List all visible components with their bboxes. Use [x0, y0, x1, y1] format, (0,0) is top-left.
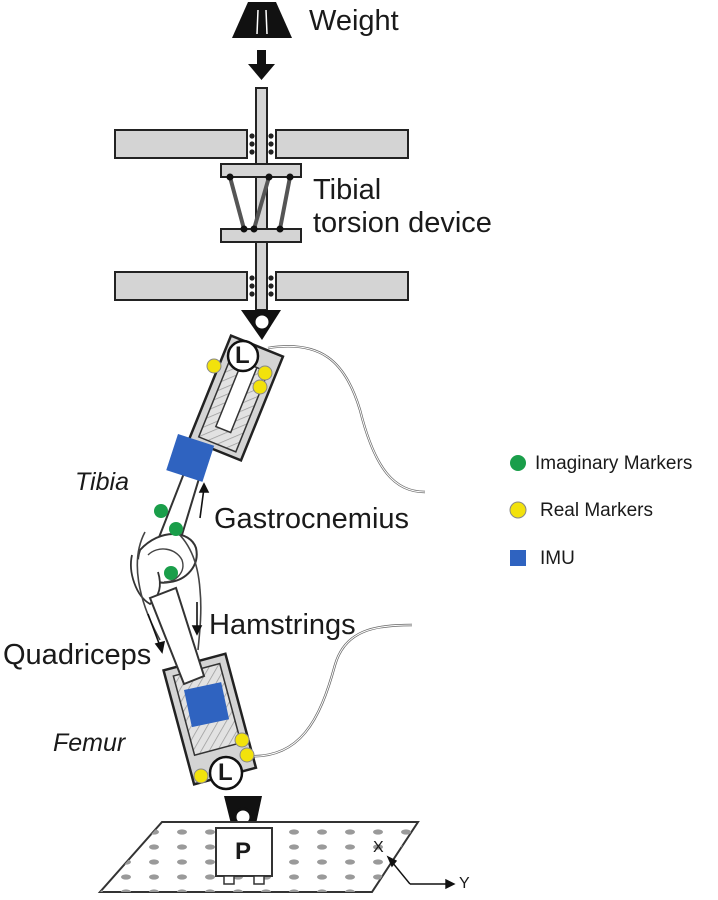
weight-arrow [248, 50, 275, 80]
load-cell-bottom [208, 755, 244, 791]
quadriceps-label: Quadriceps [3, 639, 152, 671]
tibial-torsion-label-line2: torsion device [313, 207, 492, 239]
real-marker [239, 747, 255, 763]
imu-femur [184, 682, 230, 728]
femur-bone [148, 586, 206, 686]
real-marker [252, 379, 268, 395]
hamstrings-cable-inner [245, 624, 413, 757]
hamstrings-cable [245, 623, 413, 758]
tibia-label: Tibia [75, 468, 129, 496]
hamstrings-label: Hamstrings [209, 609, 356, 641]
femur-label: Femur [53, 729, 126, 757]
bottom-joint [224, 796, 262, 827]
hamstrings-arrow [191, 602, 203, 636]
tibial-torsion-device [220, 163, 302, 243]
legend-real-marker-swatch [509, 501, 527, 519]
tibial-torsion-label-line1: Tibial [313, 174, 382, 206]
real-marker [234, 732, 250, 748]
base-plate [97, 821, 420, 893]
gastrocnemius-arrow [198, 482, 210, 519]
top-joint [241, 310, 281, 340]
knee-joint [130, 527, 202, 651]
imaginary-marker [169, 522, 183, 536]
weight-block [232, 2, 292, 38]
weight-label: Weight [309, 5, 399, 37]
legend-imaginary-markers-label: Imaginary Markers [535, 453, 693, 474]
gastrocnemius-cable-inner [267, 345, 426, 493]
load-cell-top [226, 339, 260, 373]
lower-rail [114, 271, 409, 301]
gastrocnemius-label: Gastrocnemius [214, 503, 410, 535]
legend-imu-label: IMU [540, 548, 575, 569]
load-cell-top-letter: L [235, 342, 250, 369]
quadriceps-arrow [147, 613, 166, 654]
real-marker [206, 358, 222, 374]
load-cell-bottom-letter: L [218, 759, 233, 786]
axis-indicator [386, 855, 456, 890]
legend-imu-swatch [510, 550, 526, 566]
upper-rail [114, 129, 409, 159]
legend-real-markers-label: Real Markers [540, 500, 653, 521]
gastrocnemius-cable [267, 345, 426, 494]
axis-x-label: X [373, 839, 384, 856]
real-marker [193, 768, 209, 784]
legend-imaginary-marker-swatch [510, 455, 526, 471]
plate-letter: P [235, 838, 252, 865]
real-marker [257, 365, 273, 381]
imu-tibia [166, 434, 215, 482]
imaginary-marker [164, 566, 178, 580]
imaginary-marker [154, 504, 168, 518]
axis-y-label: Y [459, 875, 470, 892]
